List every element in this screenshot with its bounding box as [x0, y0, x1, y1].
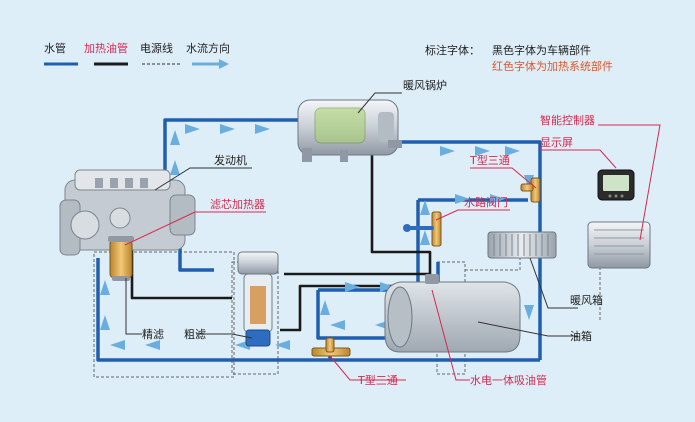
radiator-illustration [487, 231, 557, 259]
legend-water-pipe-label: 水管 [44, 41, 66, 55]
note-red-text: 红色字体为加热系统部件 [492, 59, 613, 73]
tee-bottom-illustration [311, 337, 351, 357]
heater-label: 暖风锅炉 [403, 79, 447, 92]
radiator-label: 暖风箱 [570, 293, 603, 307]
display-illustration [597, 169, 635, 201]
suction-pipe-label: 水电一体吸油管 [470, 373, 547, 387]
coarse-filter-illustration [237, 251, 279, 347]
heater-illustration [297, 99, 402, 162]
engine-label: 发动机 [214, 153, 247, 167]
controller-label: 智能控制器 [540, 113, 595, 127]
note-black-text: 黑色字体为车辆部件 [492, 43, 591, 57]
legend-flow-arrow-icon [192, 59, 229, 69]
tee-top-label: T型三通 [469, 153, 510, 167]
legend-power-line-label: 电源线 [140, 41, 173, 55]
tee-bottom-label: T型三通 [357, 373, 398, 387]
coarse-filter-label: 粗滤 [184, 328, 206, 341]
display-label: 显示屏 [540, 136, 573, 149]
leader-lines [124, 92, 661, 381]
water-valve-illustration [403, 211, 442, 247]
legend: 水管 加热油管 电源线 水流方向 [44, 41, 230, 69]
water-valve-label: 水路阀门 [464, 195, 508, 209]
filter-heater-label: 滤芯加热器 [210, 197, 265, 211]
legend-fuel-pipe-label: 加热油管 [84, 41, 128, 55]
note-title: 标注字体： [425, 43, 480, 57]
component-labels: 暖风锅炉 智能控制器 显示屏 T型三通 发动机 水路阀门 滤芯加热器 暖风箱 精… [142, 79, 603, 387]
legend-flow-direction-label: 水流方向 [186, 41, 230, 55]
fuel-tank-illustration [384, 274, 521, 353]
controller-illustration [587, 221, 651, 269]
fine-filter-label: 精滤 [142, 328, 164, 341]
annotation-note: 标注字体： 黑色字体为车辆部件 红色字体为加热系统部件 [425, 43, 613, 73]
tee-top-illustration [520, 177, 541, 203]
fuel-tank-label: 油箱 [570, 329, 592, 343]
